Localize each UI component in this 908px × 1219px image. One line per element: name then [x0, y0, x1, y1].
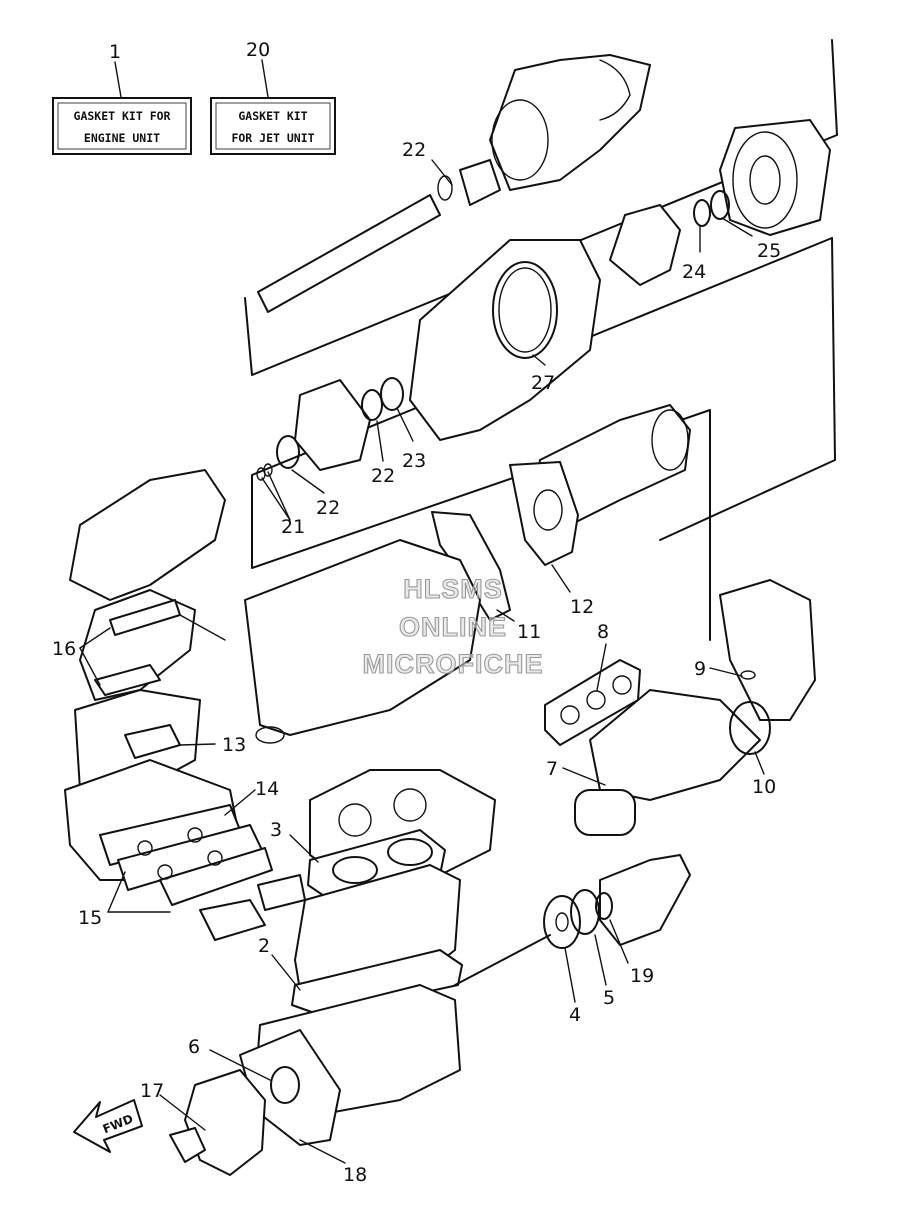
callout-13: 13 — [222, 734, 246, 756]
watermark: HLSMS ONLINE MICROFICHE — [362, 573, 544, 679]
kit-20-line2: FOR JET UNIT — [231, 131, 314, 145]
callout-23: 23 — [402, 450, 426, 472]
callout-19: 19 — [630, 965, 654, 987]
callout-2: 2 — [258, 935, 270, 957]
callout-15: 15 — [78, 907, 102, 929]
gasket-kit-engine-label: 1 GASKET KIT FOR ENGINE UNIT — [52, 41, 192, 155]
kit-1-line1: GASKET KIT FOR — [74, 109, 171, 123]
callout-5: 5 — [603, 987, 615, 1009]
callout-25: 25 — [757, 240, 781, 262]
callout-7: 7 — [546, 758, 558, 780]
callout-11: 11 — [517, 621, 541, 643]
callout-12: 12 — [570, 596, 594, 618]
callout-24: 24 — [682, 261, 706, 283]
callout-27: 27 — [531, 372, 555, 394]
callout-17: 17 — [140, 1080, 164, 1102]
kit-1-line2: ENGINE UNIT — [84, 131, 160, 145]
callout-20: 20 — [246, 39, 270, 61]
callout-16: 16 — [52, 638, 76, 660]
callout-9: 9 — [694, 658, 706, 680]
fwd-arrow: FWD — [73, 1099, 143, 1153]
callout-21: 21 — [281, 516, 305, 538]
callout-22a: 22 — [371, 465, 395, 487]
callout-numbers: 22 24 25 27 23 22 22 21 12 11 8 9 10 7 1… — [52, 139, 781, 1186]
callout-18: 18 — [343, 1164, 367, 1186]
intake-parts — [64, 589, 306, 941]
callout-22b: 22 — [316, 497, 340, 519]
callout-4: 4 — [569, 1004, 581, 1026]
watermark-line-2: ONLINE — [399, 612, 507, 642]
gasket-kit-jet-label: 20 GASKET KIT FOR JET UNIT — [210, 39, 336, 155]
callout-26: 22 — [402, 139, 426, 161]
callout-10: 10 — [752, 776, 776, 798]
kit-20-line1: GASKET KIT — [238, 109, 307, 123]
watermark-line-1: HLSMS — [403, 574, 503, 604]
callout-14: 14 — [255, 778, 279, 800]
watermark-line-3: MICROFICHE — [363, 649, 544, 679]
callout-8: 8 — [597, 621, 609, 643]
callout-3: 3 — [270, 819, 282, 841]
callout-6: 6 — [188, 1036, 200, 1058]
engine-block-parts — [169, 769, 691, 1176]
callout-1: 1 — [109, 41, 121, 63]
leader-lines — [79, 159, 765, 1164]
exhaust-parts — [69, 404, 816, 836]
jet-pump-parts — [256, 54, 831, 481]
